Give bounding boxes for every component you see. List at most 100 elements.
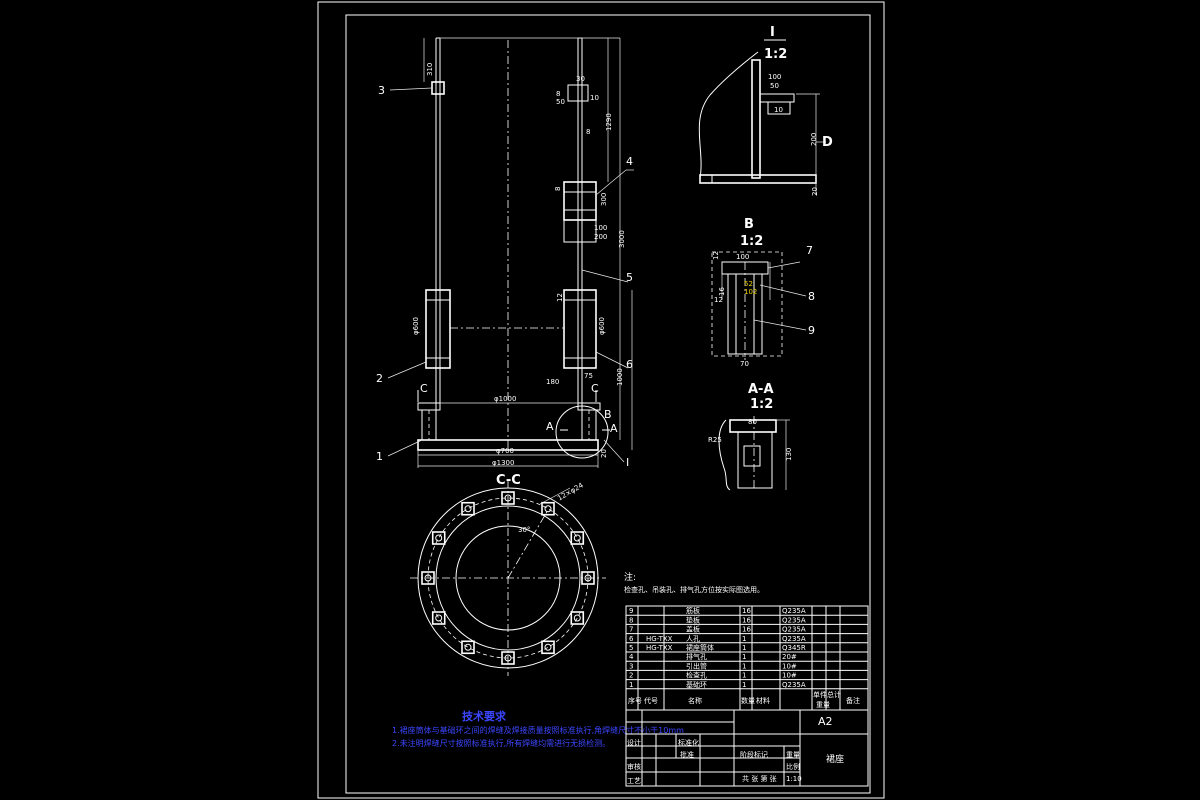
callout-1: 1 [376,450,383,463]
tb-label-check: 审核 [627,762,641,771]
notes-area: 注: 检查孔、吊装孔、排气孔方位按实际图选用。 技术要求 1.裙座筒体与基础环之… [392,571,764,748]
bom-cell-name: 人孔 [686,635,700,643]
main-view-labels: 3 2 1 4 5 6 I 310 1290 3000 300 100 200 … [376,63,633,469]
bom-cell-mat: Q235A [782,607,806,615]
callout-2: 2 [376,372,383,385]
bom-cell-qty: 1 [742,644,746,652]
bom-header-qty: 数量 [741,696,755,705]
cc-bolt-hole [435,534,443,542]
cc-bolt-hole [504,494,512,502]
cc-lug [431,531,446,545]
detail-B-dim-52: 52 [744,280,753,288]
section-mark-A-right: A [610,422,618,435]
title-block-name: 裙座 [826,753,844,765]
bom-cell-mat: 20# [782,653,797,661]
cc-bolt-hole [464,505,472,513]
bom-cell-no: 2 [629,672,633,680]
tb-label-stage: 阶段标记 [740,750,768,759]
dim-phi1000: φ1000 [494,395,516,403]
bom-header-mat: 材料 [756,696,770,705]
dim-phi600-left: φ600 [412,317,420,335]
dim-200: 200 [594,233,607,241]
bom-header-remark: 备注 [846,696,860,705]
bom-cell-code: HG-TXX [646,644,673,652]
callout-4: 4 [626,155,633,168]
bom-cell-mat: Q235A [782,616,806,624]
tb-label-approve: 批准 [680,750,694,759]
section-CC-angle: 30° [518,526,530,534]
dim-1000: 1000 [616,368,624,386]
callout-9: 9 [808,324,815,337]
cc-bolt-hole [424,574,432,582]
bom-cell-qty: 16 [742,607,751,615]
dim-20: 20 [600,449,608,458]
detail-B-dim-12: 12 [714,296,723,304]
title-block: A2 裙座 设计 审核 工艺 标准化 批准 阶段标记 重量 比例 1:10 共 … [625,709,869,787]
callout-8: 8 [808,290,815,303]
cc-bolt-hole [573,614,581,622]
dim-8-small: 8 [586,128,590,136]
cc-bolt-hole [464,643,472,651]
cc-bolt-hole [544,505,552,513]
detail-I-dim-20: 20 [811,187,819,196]
bom-header-name: 名称 [688,696,702,705]
section-mark-A-left: A [546,420,554,433]
detail-B-title: B [744,217,754,232]
detail-I-label-D: D [822,135,833,150]
dim-phi700: φ700 [496,447,514,455]
dim-50: 50 [556,98,565,106]
bom-cell-mat: Q235A [782,635,806,643]
dim-8-vent: 8 [554,187,562,191]
cc-lug [461,501,475,516]
detail-B-dim-100: 100 [736,253,749,261]
cc-bolt-hole [573,534,581,542]
detail-B-dim-16: 16 [718,287,726,296]
dim-100: 100 [594,224,607,232]
detail-AA-dim-130: 130 [785,448,793,461]
dim-phi600-right: φ600 [598,317,606,335]
bom-cell-name: 引出管 [686,661,707,670]
detail-B-dim-12b: 12 [712,251,720,260]
bom-cell-mat: Q235A [782,681,806,689]
bom-cell-name: 裙座筒体 [686,643,714,652]
tb-label-process: 工艺 [627,777,641,785]
bom-cell-mat: Q235A [782,626,806,634]
detail-AA-scale: 1:2 [750,397,773,412]
bom-cell-name: 检查孔 [686,671,707,680]
bom-cell-no: 6 [629,635,634,643]
callout-3: 3 [378,84,385,97]
dim-10: 10 [590,94,599,102]
bom-cell-code: HG-TXX [646,635,673,643]
bom-cell-qty: 16 [742,616,751,624]
section-mark-C-right: C [591,382,599,395]
note-head: 注: [624,571,636,583]
bom-cell-qty: 1 [742,672,746,680]
bom-cell-name: 筋板 [686,606,700,615]
callout-7: 7 [806,244,813,257]
detail-I-dim-50: 50 [770,82,779,90]
bom-cell-no: 1 [629,681,633,689]
bom-cell-no: 3 [629,662,633,670]
bom-cell-mat: 10# [782,672,797,680]
bom-cell-qty: 1 [742,662,746,670]
tech-req-line2: 2.未注明焊缝尺寸按照标准执行,所有焊缝均需进行无损检测。 [392,738,610,748]
tb-scale-value: 1:10 [786,775,802,783]
dim-12: 12 [556,293,564,302]
tech-req-line1: 1.裙座筒体与基础环之间的焊缝及焊接质量按照标准执行,角焊缝尺寸不小于10mm [392,725,684,735]
main-elevation-view [387,37,634,468]
view-mark-B: B [604,408,612,421]
callout-5: 5 [626,271,633,284]
callout-6: 6 [626,358,633,371]
dim-3000: 3000 [618,230,626,248]
inner-frame [345,14,871,794]
tech-req-title: 技术要求 [462,709,507,723]
section-mark-C-left: C [420,382,428,395]
dim-phi1300: φ1300 [492,459,514,467]
bom-cell-no: 8 [629,616,633,624]
bom-cell-name: 盖板 [686,625,700,634]
cc-lug [421,571,435,585]
detail-B-view: B 1:2 100 52 102 16 12 70 12 7 8 9 [711,217,815,368]
bom-cell-name: 排气孔 [686,652,707,661]
